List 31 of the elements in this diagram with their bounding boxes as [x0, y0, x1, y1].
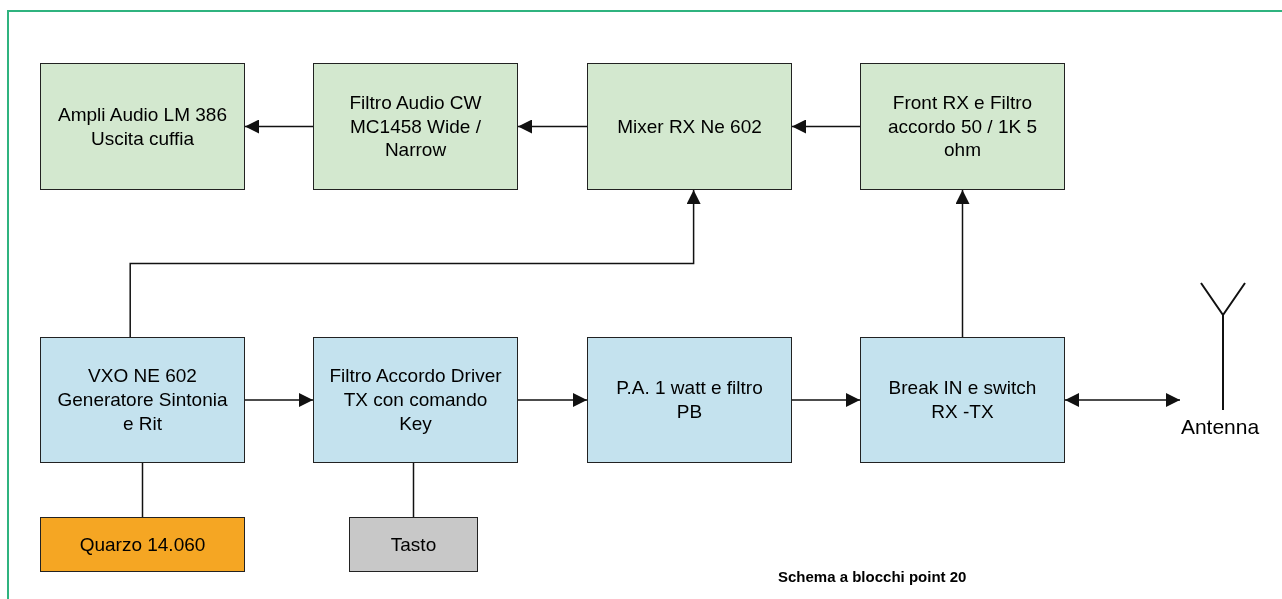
- block-label: Front RX e Filtro accordo 50 / 1K 5 ohm: [887, 90, 1038, 163]
- block-label: Quarzo 14.060: [79, 532, 206, 557]
- key-box: [349, 517, 478, 572]
- block-label: VXO NE 602 Generatore Sintonia e Rit: [56, 364, 229, 436]
- connector-arrow: [955, 189, 970, 338]
- block-label: P.A. 1 watt e filtro PB: [615, 376, 764, 424]
- block-label: Ampli Audio LM 386 Uscita cuffia: [57, 102, 228, 151]
- connector-arrow: [1064, 393, 1181, 407]
- antenna-label: Antenna: [1180, 415, 1260, 439]
- connector-arrow: [791, 393, 861, 407]
- connector-arrow: [244, 393, 314, 407]
- block-box: [860, 337, 1065, 463]
- block-box: [313, 337, 518, 463]
- block-label: Mixer RX Ne 602: [617, 114, 762, 139]
- block-label: Filtro Audio CW MC1458 Wide / Narrow: [348, 90, 483, 163]
- block-label: Break IN e switch RX -TX: [887, 376, 1038, 424]
- connector-arrow: [129, 189, 701, 338]
- block-box: [587, 337, 792, 463]
- block-box: [587, 63, 792, 190]
- block-box: [40, 337, 245, 463]
- block-label: Filtro Accordo Driver TX con comando Key: [328, 364, 503, 436]
- connector-arrow: [244, 119, 314, 134]
- connector-arrow: [517, 119, 588, 134]
- block-box: [40, 63, 245, 190]
- block-box: [313, 63, 518, 190]
- block-label: Tasto: [390, 532, 437, 557]
- caption-note: Schema a blocchi point 20: [778, 568, 967, 585]
- connector-arrow: [791, 119, 861, 134]
- block-box: [860, 63, 1065, 190]
- connector-arrow: [517, 393, 588, 407]
- crystal-box: [40, 517, 245, 572]
